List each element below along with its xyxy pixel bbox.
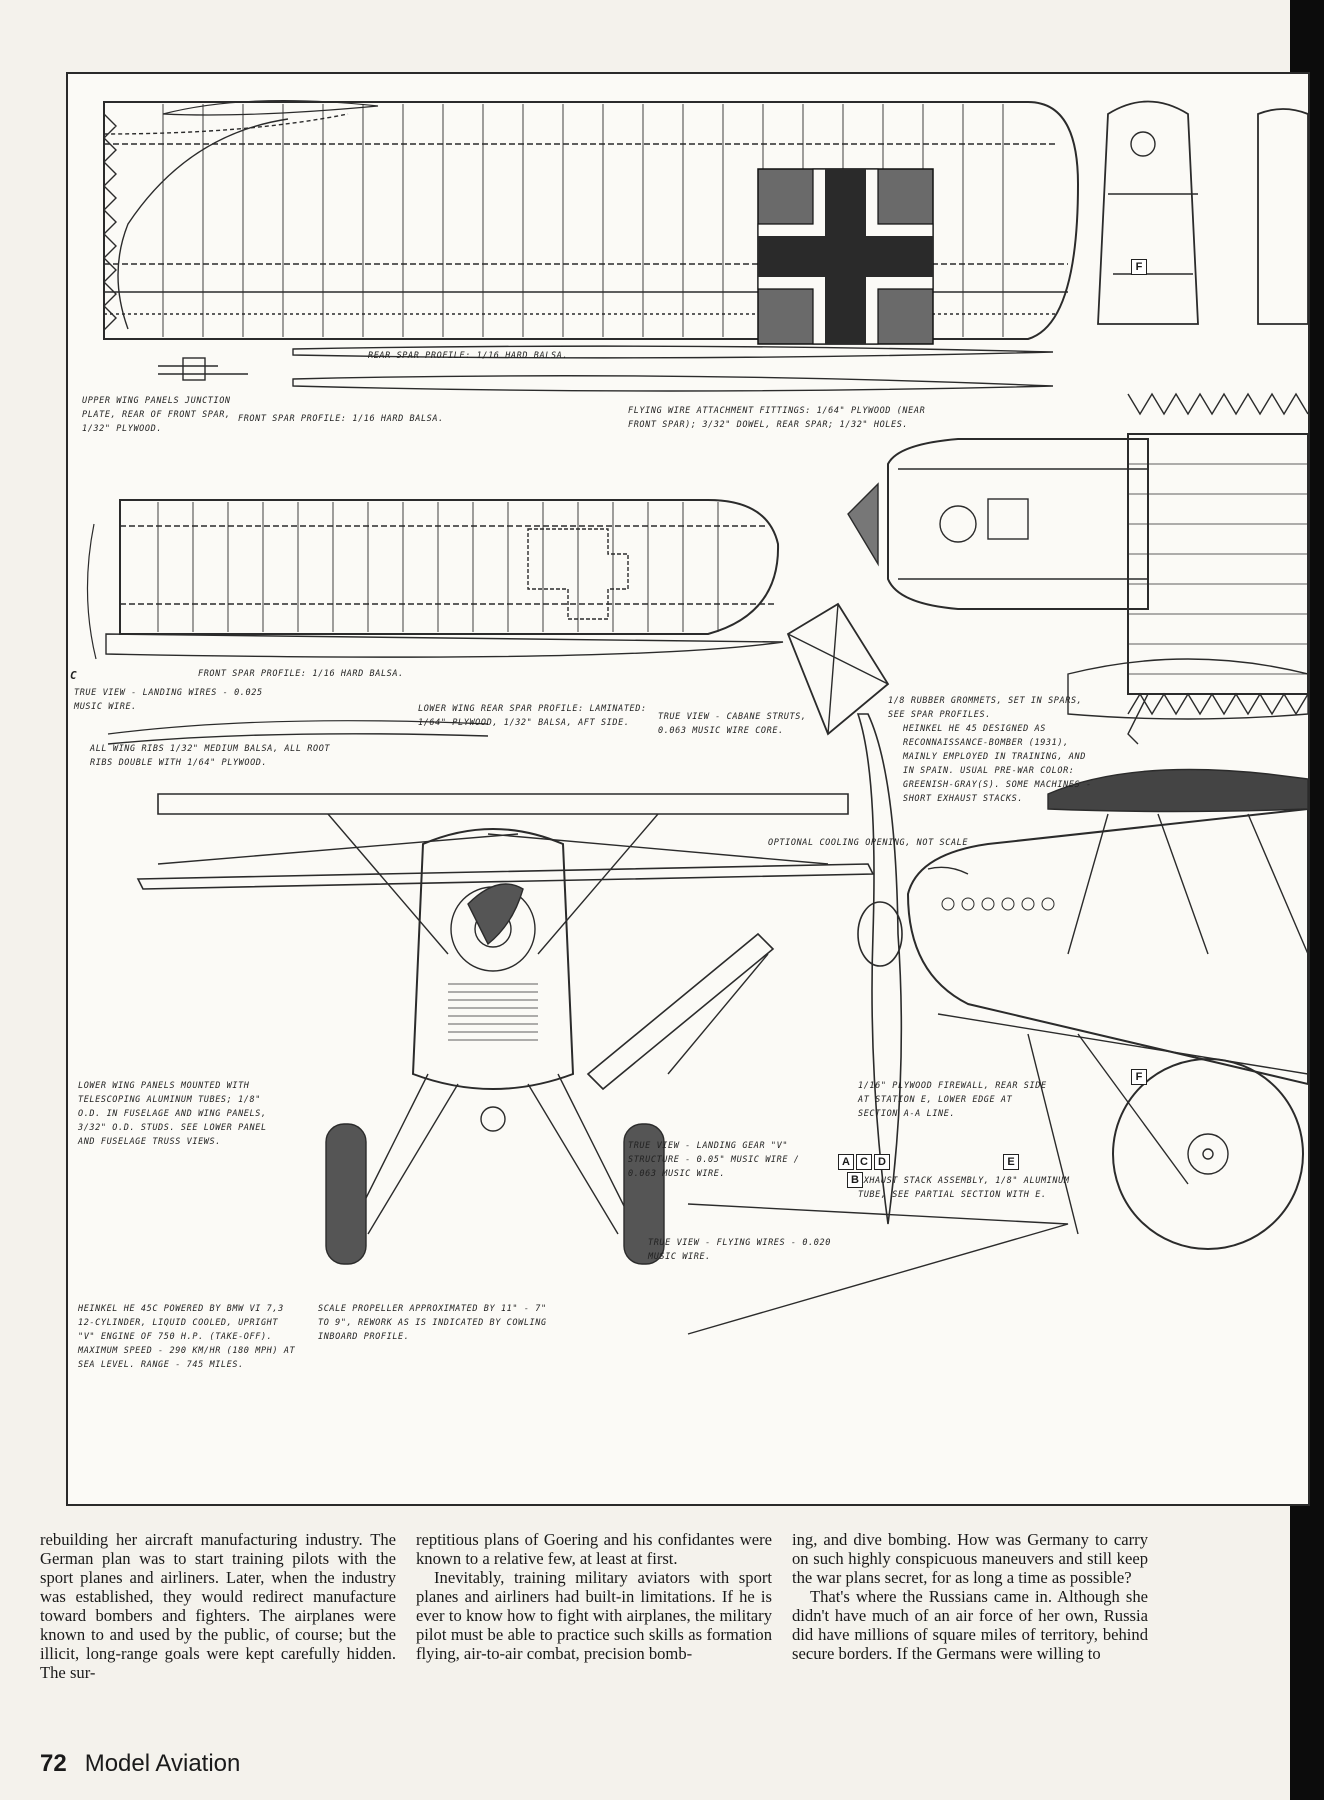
note-scale-propeller: Scale propeller approximated by 11" - 7"…	[318, 1304, 547, 1342]
article-column-3: ing, and dive bombing. How was Germany t…	[792, 1530, 1148, 1663]
article-paragraph: ing, and dive bombing. How was Germany t…	[792, 1530, 1148, 1587]
top-view-fuselage	[847, 392, 1308, 716]
note-heinkel-designed: Heinkel He 45 designed as reconnaissance…	[903, 724, 1092, 804]
front-view-airplane	[136, 793, 875, 1265]
lower-wing-panel	[86, 499, 784, 660]
fuselage-sections	[1097, 100, 1308, 325]
note-rubber-grommets: 1/8 rubber grommets, set in spars, see s…	[888, 696, 1083, 720]
note-landing-gear: True view - landing gear "V" structure -…	[628, 1141, 800, 1179]
note-exhaust-stack: Exhaust stack assembly, 1/8" aluminum tu…	[858, 1176, 1070, 1200]
marker-d: D	[874, 1154, 890, 1170]
marker-c-left: C	[70, 669, 78, 682]
note-landing-wires: True view - landing wires - 0.025 music …	[74, 688, 263, 712]
upper-spar-profiles	[158, 345, 1054, 392]
note-lower-rear-spar: Lower wing rear spar profile: laminated:…	[418, 704, 647, 728]
marker-f-top: F	[1131, 259, 1147, 275]
marker-e: E	[1003, 1154, 1019, 1170]
page-number: 72	[40, 1750, 67, 1777]
article-column-1: rebuilding her aircraft manufacturing in…	[40, 1530, 396, 1682]
marker-c: C	[856, 1154, 872, 1170]
article-paragraph: That's where the Russians came in. Altho…	[792, 1587, 1148, 1663]
note-optional-cooling: Optional cooling opening, not scale	[768, 838, 969, 848]
note-flying-wire-fittings: Flying wire attachment fittings: 1/64" p…	[628, 406, 926, 430]
propeller	[856, 713, 903, 1225]
marker-f-side: F	[1131, 1069, 1147, 1085]
article-column-2: reptitious plans of Goering and his conf…	[416, 1530, 772, 1663]
drawing-lines	[86, 99, 1308, 1335]
note-wing-ribs: All wing ribs 1/32" medium balsa, all ro…	[90, 744, 331, 768]
note-flying-wires: True view - flying wires - 0.020 music w…	[648, 1238, 831, 1262]
side-view-fuselage	[906, 658, 1308, 1250]
note-rear-spar: Rear spar profile: 1/16 hard balsa.	[368, 351, 569, 361]
magazine-name: Model Aviation	[84, 1750, 241, 1777]
note-front-spar-lower: Front spar profile: 1/16 hard balsa.	[198, 669, 404, 679]
article-paragraph: rebuilding her aircraft manufacturing in…	[40, 1530, 396, 1682]
note-lower-wing-mounted: Lower wing panels mounted with telescopi…	[78, 1081, 267, 1147]
note-firewall: 1/16" plywood firewall, rear side at sta…	[858, 1081, 1047, 1119]
article-paragraph: Inevitably, training military aviators w…	[416, 1568, 772, 1663]
cabane-struts	[786, 602, 890, 736]
note-front-spar-upper: Front spar profile: 1/16 hard balsa.	[238, 414, 444, 424]
marker-a: A	[838, 1154, 854, 1170]
note-upper-wing-junction: Upper wing panels junction plate, rear o…	[82, 396, 231, 434]
lower-rib-profile	[107, 720, 489, 745]
article-paragraph: reptitious plans of Goering and his conf…	[416, 1530, 772, 1568]
page-footer: 72 Model Aviation	[40, 1750, 240, 1778]
plan-drawing: Rear spar profile: 1/16 hard balsa. Uppe…	[66, 72, 1310, 1506]
landing-gear-v	[586, 932, 775, 1091]
note-heinkel-powered: Heinkel He 45C powered by BMW VI 7,3 12-…	[78, 1304, 296, 1370]
marker-b: B	[847, 1172, 863, 1188]
flying-wires	[687, 1203, 1069, 1335]
upper-wing-panel	[103, 99, 1080, 345]
note-cabane-struts: True view - cabane struts, 0.063 music w…	[658, 712, 807, 736]
